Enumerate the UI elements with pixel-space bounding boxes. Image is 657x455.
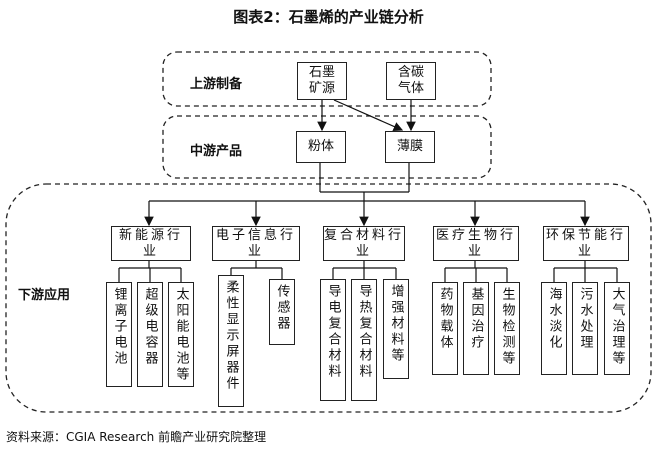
item-label: 生物检测等: [499, 287, 515, 367]
category-medical-bio: 医疗生物行业: [433, 226, 519, 261]
item-li-ion-battery: 锂离子电池: [106, 282, 132, 387]
midstream-node-label: 薄膜: [396, 139, 423, 154]
item-sensor: 传感器: [269, 279, 295, 345]
item-label: 基因治疗: [468, 287, 484, 351]
item-bio-detection: 生物检测等: [494, 282, 520, 375]
item-label: 锂离子电池: [111, 287, 127, 367]
item-label: 太阳能电池等: [173, 287, 189, 383]
category-eco-energy: 环保节能行业: [543, 226, 629, 261]
midstream-node-powder: 粉体: [296, 131, 346, 163]
item-label: 超级电容器: [142, 287, 158, 367]
category-label: 新能源行业: [118, 227, 183, 259]
item-label: 导电复合材料: [325, 284, 341, 380]
item-label: 药物载体: [437, 287, 453, 351]
item-thermal-composite: 导热复合材料: [351, 279, 377, 401]
downstream-frame: [5, 183, 652, 413]
upstream-frame: [162, 51, 492, 107]
tier-label-downstream: 下游应用: [18, 288, 71, 303]
item-label: 导热复合材料: [356, 284, 372, 380]
item-reinforcement: 增强材料等: [383, 279, 409, 379]
category-label: 医疗生物行业: [436, 227, 517, 259]
upstream-node-graphite-ore: 石墨矿源: [297, 62, 347, 100]
category-electronics: 电子信息行业: [212, 226, 300, 261]
item-sewage-treatment: 污水处理: [572, 282, 598, 375]
chart-title: 图表2：石墨烯的产业链分析: [233, 8, 424, 26]
item-air-treatment: 大气治理等: [604, 282, 630, 375]
category-composites: 复合材料行业: [323, 226, 405, 261]
item-label: 污水处理: [577, 287, 593, 351]
category-new-energy: 新能源行业: [111, 226, 191, 261]
source-note: 资料来源：CGIA Research 前瞻产业研究院整理: [6, 430, 267, 444]
item-solar-cell: 太阳能电池等: [168, 282, 194, 387]
item-flexible-display: 柔性显示屏器件: [218, 275, 244, 407]
tier-label-upstream: 上游制备: [190, 77, 243, 92]
upstream-node-carbon-gas: 含碳气体: [386, 62, 436, 100]
item-label: 柔性显示屏器件: [223, 280, 239, 392]
item-drug-carrier: 药物载体: [432, 282, 458, 375]
category-label: 复合材料行业: [324, 227, 405, 259]
item-label: 传感器: [274, 284, 290, 332]
item-label: 大气治理等: [609, 287, 625, 367]
upstream-node-label: 含碳气体: [397, 65, 424, 96]
item-label: 海水淡化: [546, 287, 562, 351]
item-conductive-composite: 导电复合材料: [320, 279, 346, 401]
midstream-node-film: 薄膜: [385, 131, 435, 163]
category-label: 电子信息行业: [216, 227, 297, 259]
item-desalination: 海水淡化: [541, 282, 567, 375]
upstream-node-label: 石墨矿源: [308, 65, 335, 96]
item-label: 增强材料等: [388, 284, 404, 364]
midstream-node-label: 粉体: [307, 139, 334, 154]
category-label: 环保节能行业: [546, 227, 627, 259]
item-gene-therapy: 基因治疗: [463, 282, 489, 375]
tier-label-midstream: 中游产品: [190, 144, 243, 159]
item-supercapacitor: 超级电容器: [137, 282, 163, 387]
